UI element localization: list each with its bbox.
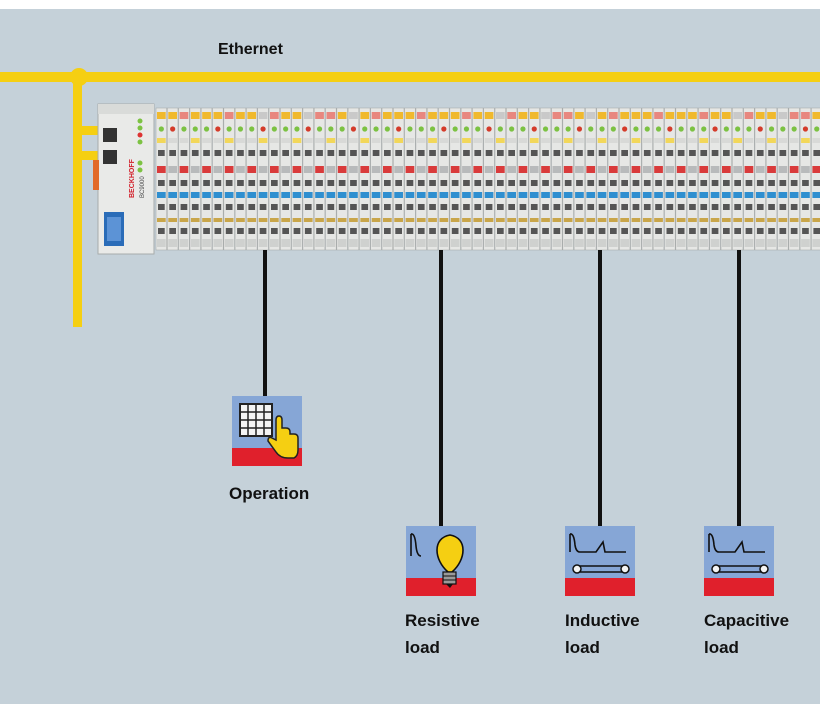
capacitive-load-label: Capacitive load	[704, 607, 789, 661]
io-terminal	[302, 107, 314, 251]
controller-brand: BECKHOFF	[129, 158, 136, 198]
bus-coupler: BECKHOFF BC9000	[93, 103, 155, 255]
resistive-label-line1: Resistive	[405, 611, 480, 630]
io-terminal	[562, 107, 574, 251]
io-terminal	[279, 107, 292, 251]
inductive-label-line2: load	[565, 638, 600, 657]
io-terminal	[765, 107, 778, 251]
io-terminal	[652, 107, 665, 251]
rj45-port-icon	[103, 150, 117, 164]
io-terminal	[426, 107, 439, 251]
io-terminal	[788, 107, 800, 251]
io-terminal	[483, 107, 495, 251]
io-terminal	[517, 107, 529, 251]
io-terminal	[370, 107, 382, 251]
conveyor-icon	[704, 526, 774, 596]
ethernet-label: Ethernet	[218, 41, 283, 58]
io-terminal	[528, 107, 540, 251]
resistive-load-label: Resistive load	[405, 607, 480, 661]
io-terminal	[246, 107, 258, 251]
wire-operation	[263, 250, 267, 396]
capacitive-label-line2: load	[704, 638, 739, 657]
io-terminal	[709, 107, 721, 251]
io-terminal	[585, 107, 597, 251]
wire-inductive-load	[598, 250, 602, 526]
io-terminal	[223, 107, 235, 251]
io-terminal	[720, 107, 732, 251]
ethernet-port-link-2	[73, 151, 103, 160]
wire-resistive-load	[439, 250, 443, 526]
io-terminal	[777, 107, 789, 251]
io-terminal	[641, 107, 653, 251]
io-terminal	[178, 107, 190, 251]
io-terminal	[539, 107, 552, 251]
io-terminal	[460, 107, 473, 251]
light-bulb-icon	[406, 526, 476, 596]
io-terminal	[754, 107, 766, 251]
wire-capacitive-load	[737, 250, 741, 526]
inductive-label-line1: Inductive	[565, 611, 640, 630]
io-terminal	[698, 107, 710, 251]
keypad-hand-icon	[232, 396, 302, 466]
io-terminal	[731, 107, 744, 251]
io-terminal	[438, 107, 450, 251]
bus-continuation-dot	[73, 308, 82, 315]
io-terminal	[494, 107, 506, 251]
operation-label: Operation	[229, 480, 309, 507]
io-terminal	[551, 107, 563, 251]
io-terminal	[743, 107, 755, 251]
ethernet-trunk-line	[0, 72, 820, 82]
io-terminal-rail	[155, 107, 820, 251]
ethernet-bus	[0, 68, 820, 336]
io-terminal	[664, 107, 676, 251]
io-terminal	[268, 107, 280, 251]
conveyor-icon	[565, 526, 635, 596]
io-terminal	[257, 107, 269, 251]
operation-label-line1: Operation	[229, 484, 310, 503]
io-terminal	[155, 107, 167, 251]
io-terminal	[200, 107, 213, 251]
io-terminal	[811, 107, 820, 251]
bus-gap	[73, 327, 82, 336]
resistive-label-line2: load	[405, 638, 440, 657]
io-terminal	[392, 107, 405, 251]
io-terminal	[167, 107, 179, 251]
ethernet-drop-line	[73, 76, 82, 332]
io-terminal	[189, 107, 201, 251]
io-terminal	[573, 107, 586, 251]
io-terminal	[686, 107, 699, 251]
io-terminal	[291, 107, 303, 251]
io-terminal	[325, 107, 337, 251]
io-terminal	[234, 107, 247, 251]
io-terminal	[607, 107, 619, 251]
io-terminal	[212, 107, 224, 251]
io-terminal	[799, 107, 812, 251]
ethernet-port-link-1	[73, 126, 103, 135]
io-terminal	[618, 107, 631, 251]
rj45-port-icon	[103, 128, 117, 142]
io-terminal	[505, 107, 518, 251]
io-terminal	[415, 107, 427, 251]
io-terminal	[630, 107, 642, 251]
bus-continuation-dot	[73, 320, 82, 327]
field-wires	[263, 250, 741, 526]
io-terminal	[381, 107, 393, 251]
io-terminal	[675, 107, 687, 251]
controller-model: BC9000	[140, 176, 146, 198]
io-terminal	[359, 107, 371, 251]
io-terminal	[347, 107, 360, 251]
io-terminal	[313, 107, 326, 251]
io-terminal	[449, 107, 461, 251]
bus-continuation-dot	[73, 296, 82, 303]
io-terminal	[404, 107, 416, 251]
io-terminal	[336, 107, 348, 251]
inductive-load-label: Inductive load	[565, 607, 640, 661]
io-terminal	[472, 107, 484, 251]
capacitive-label-line1: Capacitive	[704, 611, 790, 630]
io-terminal	[596, 107, 608, 251]
